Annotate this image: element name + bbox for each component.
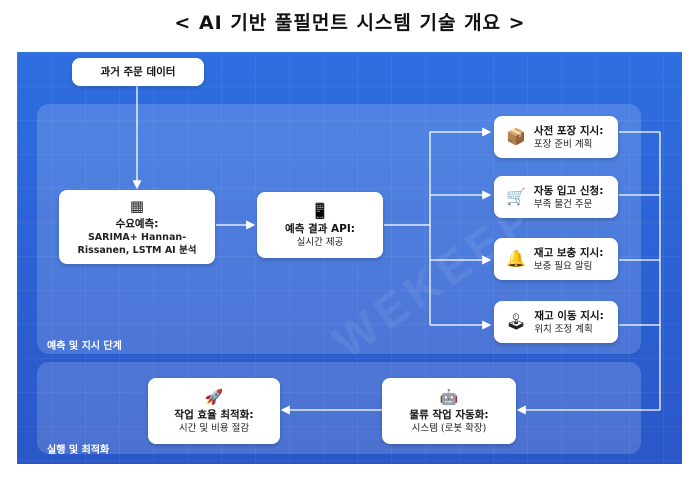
past-orders-title: 과거 주문 데이터: [100, 66, 176, 78]
restock-sub: 보충 필요 알림: [533, 260, 593, 272]
logistics-auto-sub: 시스템 (로봇 확장): [411, 422, 487, 434]
forecast-api-title: 예측 결과 API:: [285, 222, 355, 235]
grid-icon: ▦: [129, 197, 145, 215]
joystick-icon: 🕹: [506, 312, 527, 331]
pre-packing-title: 사전 포장 지시:: [533, 124, 604, 137]
phone-icon: 📱: [310, 201, 330, 220]
logistics-auto-title: 물류 작업 자동화:: [409, 408, 489, 421]
bell-icon: 🔔: [506, 249, 526, 268]
rocket-icon: 🚀: [204, 387, 224, 406]
logistics-auto-node: 🤖 물류 작업 자동화: 시스템 (로봇 확장): [382, 378, 516, 444]
relocate-title: 재고 이동 지시:: [534, 309, 604, 322]
efficiency-title: 작업 효율 최적화:: [174, 408, 254, 421]
efficiency-sub: 시간 및 비용 절감: [178, 422, 250, 434]
prediction-stage-label: 예측 및 지시 단계: [47, 341, 122, 352]
page-title: < AI 기반 풀필먼트 시스템 기술 개요 >: [174, 12, 526, 34]
relocate-sub: 위치 조정 계획: [534, 323, 593, 335]
efficiency-node: 🚀 작업 효율 최적화: 시간 및 비용 절감: [148, 378, 280, 444]
demand-forecast-title: 수요예측:: [115, 218, 159, 230]
cart-icon: 🛒: [506, 187, 526, 206]
robot-icon: 🤖: [439, 387, 459, 406]
pre-packing-sub: 포장 준비 계획: [533, 138, 593, 150]
past-orders-node: 과거 주문 데이터: [72, 58, 204, 86]
execution-stage: [37, 362, 641, 454]
execution-stage-label: 실행 및 최적화: [47, 445, 110, 456]
auto-inbound-title: 자동 입고 신청:: [533, 184, 604, 197]
restock-title: 재고 보충 지시:: [533, 246, 604, 259]
box-icon: 📦: [506, 127, 526, 146]
demand-forecast-line1: SARIMA+ Hannan-: [87, 232, 187, 243]
demand-forecast-node: ▦ 수요예측: SARIMA+ Hannan- Rissanen, LSTM A…: [59, 190, 215, 264]
pre-packing-node: 📦 사전 포장 지시: 포장 준비 계획: [494, 116, 618, 158]
demand-forecast-line2: Rissanen, LSTM AI 분석: [77, 245, 197, 256]
restock-node: 🔔 재고 보충 지시: 보충 필요 알림: [494, 238, 618, 280]
forecast-api-node: 📱 예측 결과 API: 실시간 제공: [257, 192, 383, 258]
relocate-node: 🕹 재고 이동 지시: 위치 조정 계획: [494, 301, 618, 343]
auto-inbound-node: 🛒 자동 입고 신청: 부족 물건 주문: [494, 176, 618, 218]
auto-inbound-sub: 부족 물건 주문: [533, 198, 593, 210]
forecast-api-sub: 실시간 제공: [296, 236, 344, 248]
